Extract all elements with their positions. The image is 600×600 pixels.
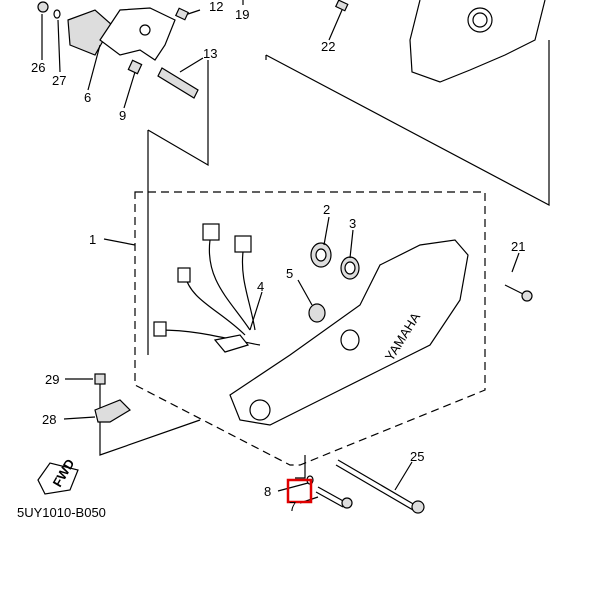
callout-5[interactable]: 5 [286,266,293,281]
callout-6[interactable]: 6 [84,90,91,105]
part-27-washer[interactable] [53,9,61,19]
part-26-nut[interactable] [37,1,49,13]
diagram-code: 5UY1010-B050 [17,505,106,520]
callout-28[interactable]: 28 [42,412,56,427]
callout-2[interactable]: 2 [323,202,330,217]
callout-8[interactable]: 8 [264,484,271,499]
callout-7[interactable]: 7 [289,499,296,514]
part-22-pin[interactable] [334,0,349,12]
part-21-bolt[interactable] [504,284,533,302]
callout-3[interactable]: 3 [349,216,356,231]
gasket-cover[interactable] [409,0,546,83]
callout-22[interactable]: 22 [321,39,335,54]
callout-4[interactable]: 4 [257,279,264,294]
callout-29[interactable]: 29 [45,372,59,387]
callout-27[interactable]: 27 [52,73,66,88]
callout-9[interactable]: 9 [119,108,126,123]
callout-19[interactable]: 19 [235,7,249,22]
part-13-pipe[interactable] [157,67,199,99]
part-6-housing[interactable] [67,7,176,61]
crankcase-cover[interactable]: YAMAHA [229,239,469,426]
part-4-harness[interactable] [153,223,261,353]
callout-25[interactable]: 25 [410,449,424,464]
highlight-box [286,478,313,504]
part-29-bolt[interactable] [94,373,106,410]
part-2-bearing[interactable] [310,242,332,268]
part-7-bolt[interactable] [315,486,353,509]
part-5-collar[interactable] [308,303,326,323]
callout-12[interactable]: 12 [209,0,223,14]
fwd-arrow-icon: FWD [37,456,79,495]
part-9-dowel[interactable] [127,59,143,75]
callout-1[interactable]: 1 [89,232,96,247]
part-3-seal[interactable] [340,256,360,280]
part-12-dowel[interactable] [174,7,190,21]
part-25-long-bolt[interactable] [335,459,425,514]
callout-21[interactable]: 21 [511,239,525,254]
callout-13[interactable]: 13 [203,46,217,61]
callouts: 26 27 6 9 12 19 13 22 1 2 3 21 5 4 29 28… [17,0,525,520]
callout-26[interactable]: 26 [31,60,45,75]
part-28-bracket[interactable] [94,399,131,423]
